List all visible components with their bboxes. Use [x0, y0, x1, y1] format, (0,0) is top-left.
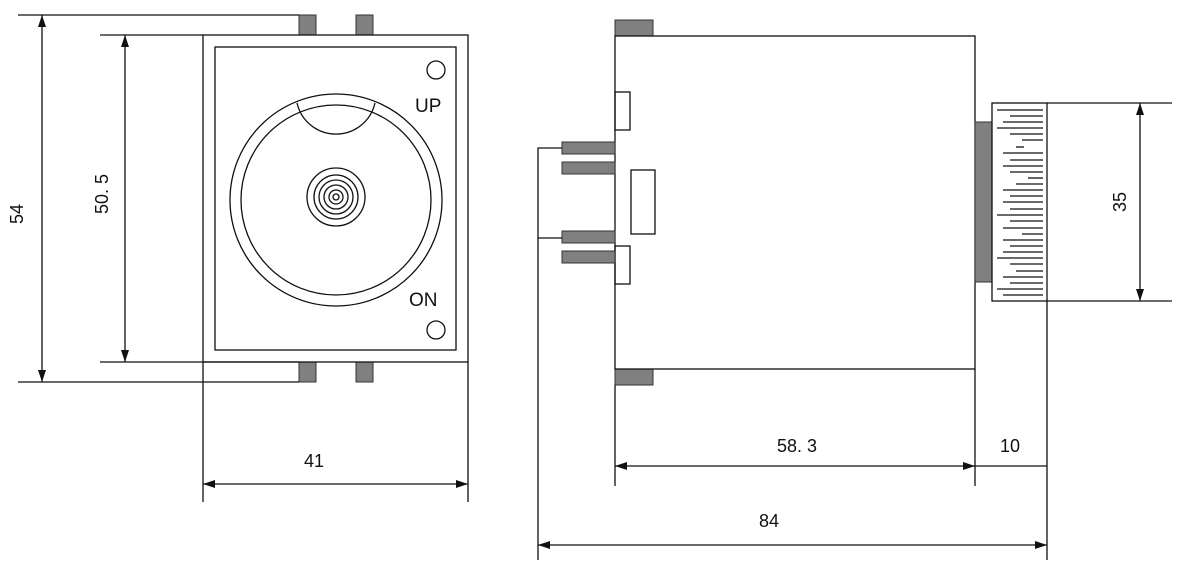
center-knob [306, 167, 366, 227]
front-housing-outer [202, 34, 469, 363]
dial-inner-ring [240, 104, 432, 296]
side-bottom-clip [614, 368, 654, 386]
terminal-pin-3 [561, 230, 616, 244]
dim-width: 41 [304, 451, 324, 471]
dial-outer-ring [229, 93, 443, 307]
side-latch [630, 169, 656, 235]
front-bottom-pin-right [355, 361, 374, 383]
knob-body [991, 102, 1048, 302]
front-housing-inner [214, 46, 457, 351]
dim-knob-depth: 10 [1000, 436, 1020, 456]
knob-base [974, 121, 993, 283]
on-indicator-led [426, 320, 446, 340]
dial-notch [296, 102, 376, 135]
front-bottom-pin-left [298, 361, 317, 383]
front-top-pin-right [355, 14, 374, 36]
terminal-pin-2 [561, 161, 616, 175]
up-label: UP [415, 96, 441, 117]
dim-knob-diameter: 35 [1110, 192, 1130, 212]
dim-body-depth: 58. 3 [777, 436, 817, 456]
dim-inner-height: 50. 5 [92, 174, 112, 214]
side-view: 35 58. 3 10 84 [537, 19, 1172, 560]
dim-total-depth: 84 [759, 511, 779, 531]
front-top-pin-left [298, 14, 317, 36]
knob-scale-ticks [997, 109, 1043, 296]
side-tab-upper [614, 91, 631, 131]
on-label: ON [409, 290, 438, 311]
side-body [614, 35, 976, 370]
up-indicator-led [426, 60, 446, 80]
terminal-pin-4 [561, 250, 616, 264]
front-view: UP ON 54 50. 5 41 [7, 14, 469, 502]
dim-total-height: 54 [7, 204, 27, 224]
side-top-clip [614, 19, 654, 37]
pin-bracket [537, 147, 562, 239]
side-tab-lower [614, 245, 631, 285]
terminal-pin-1 [561, 141, 616, 155]
